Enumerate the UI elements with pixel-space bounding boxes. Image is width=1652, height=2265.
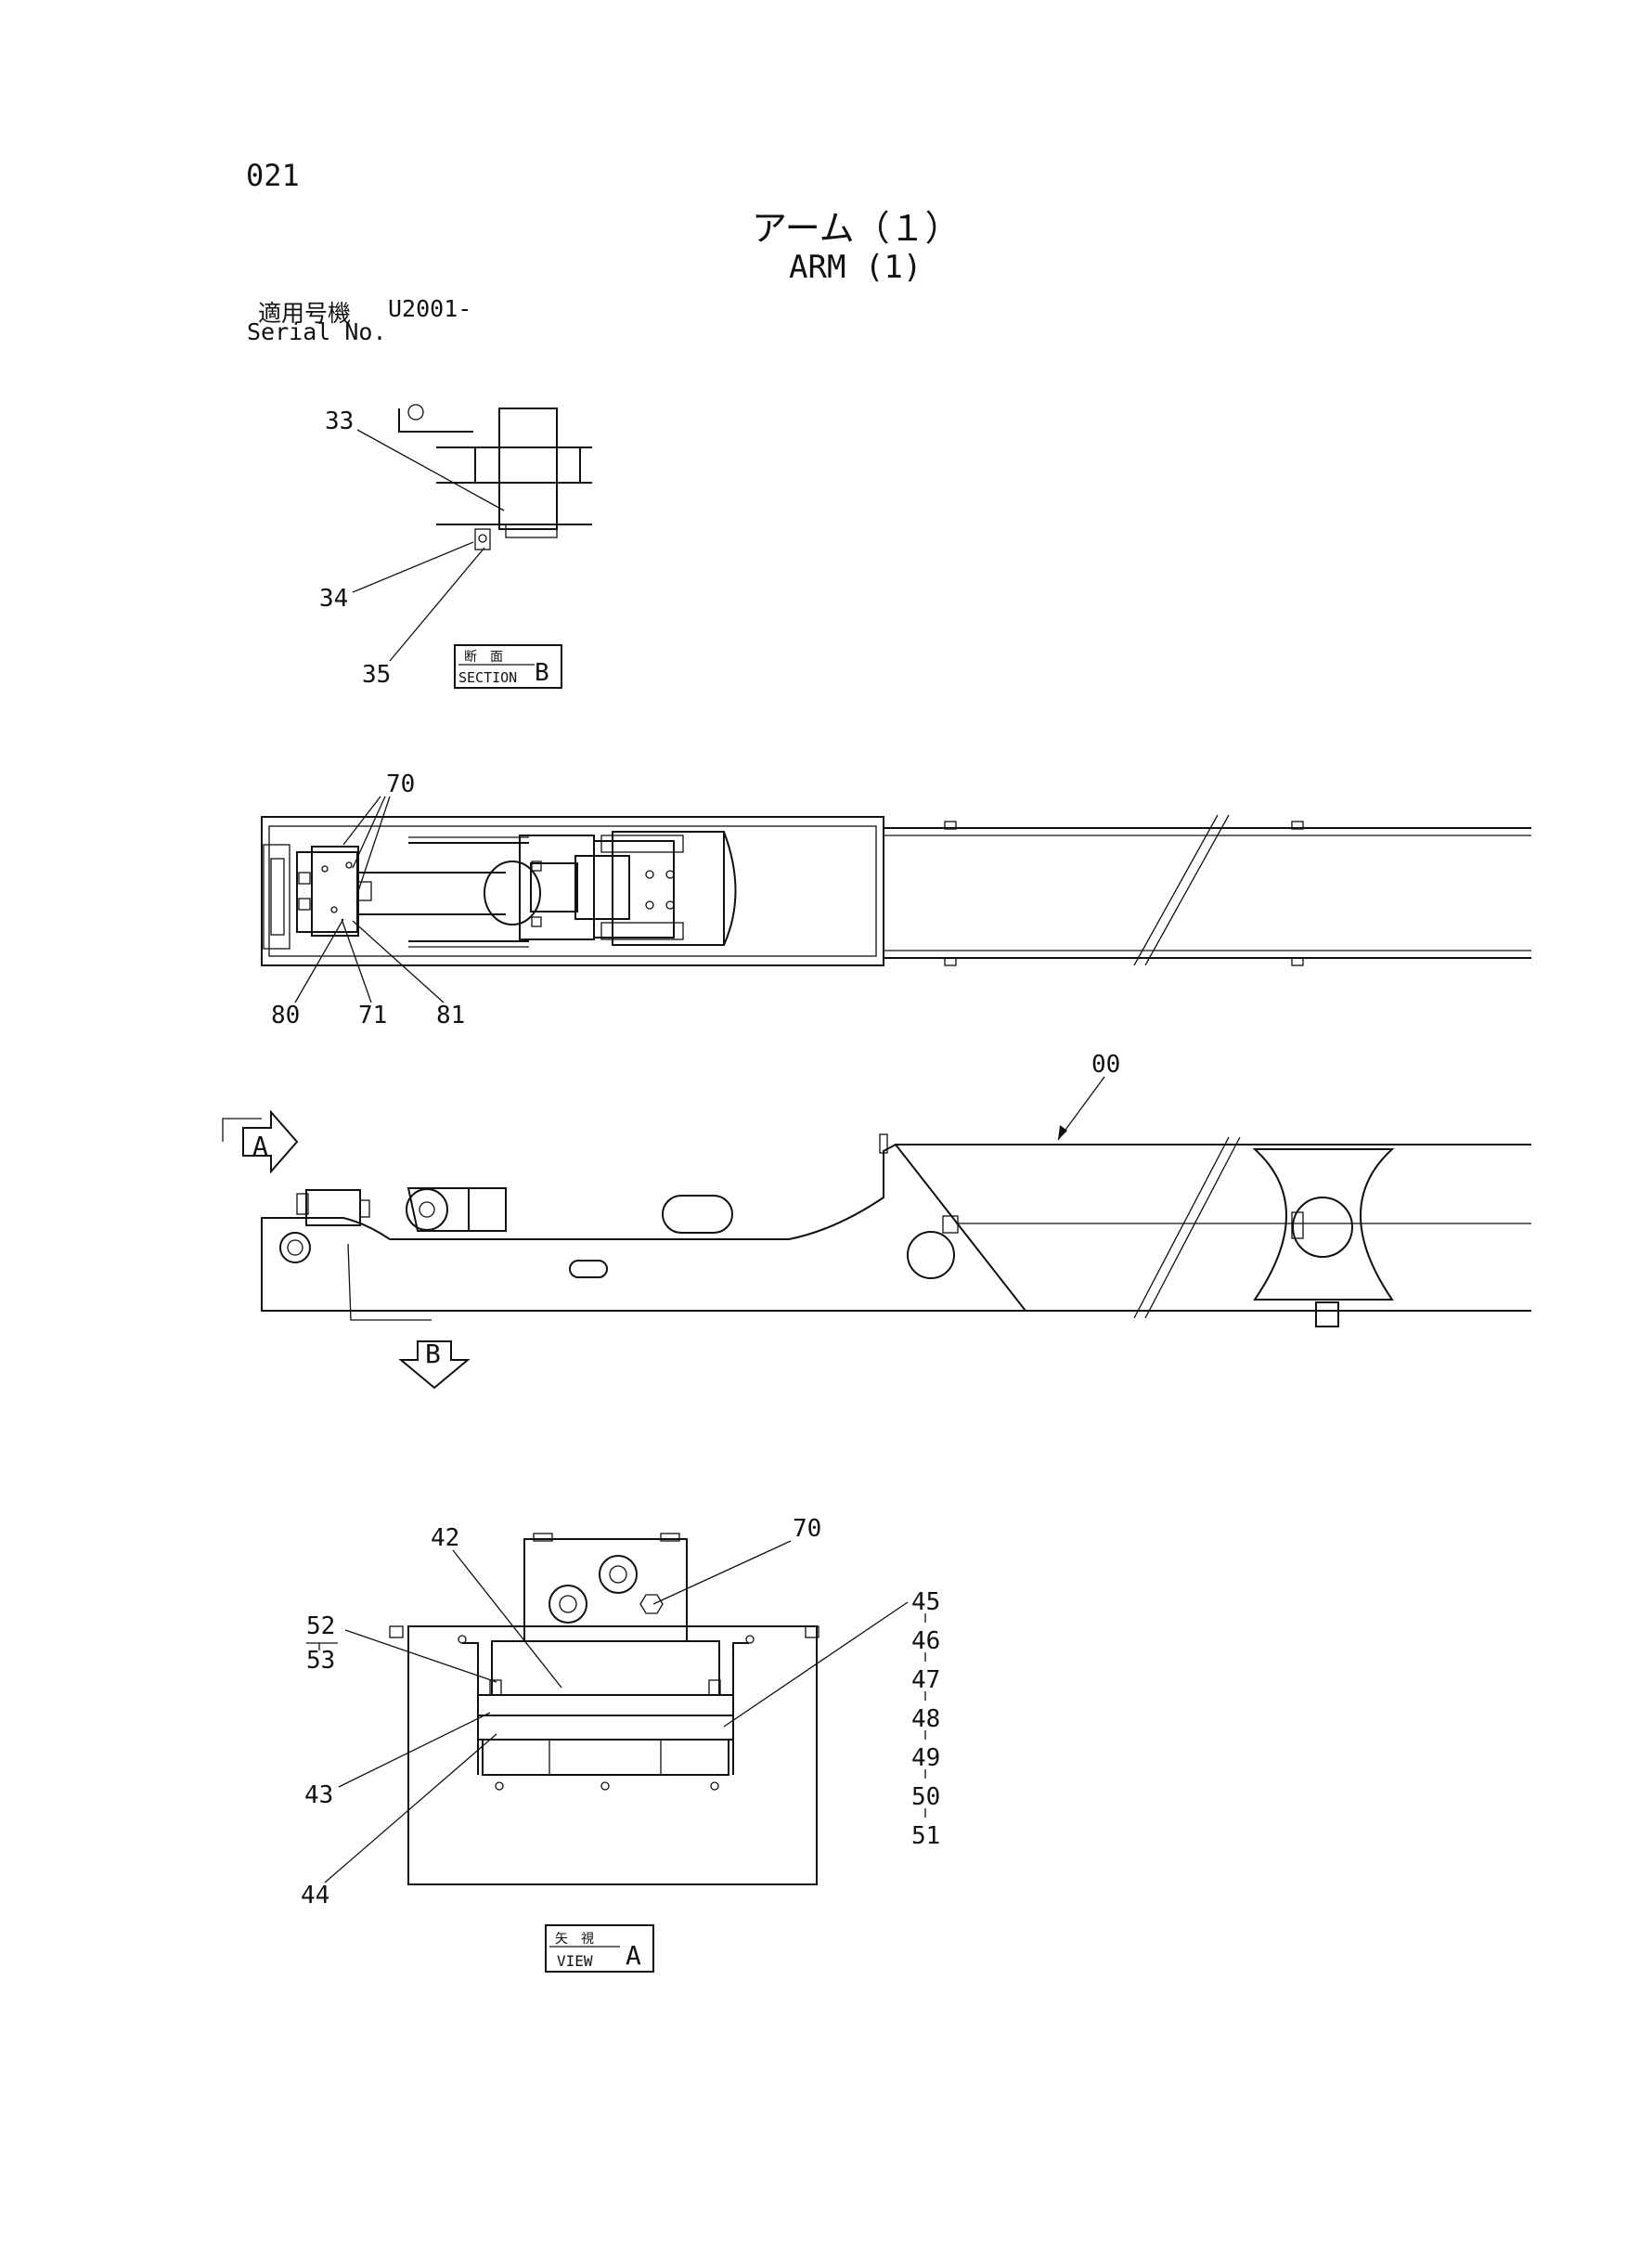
callout-71: 71 (341, 918, 387, 1029)
svg-text:SECTION: SECTION (458, 669, 517, 686)
callout-70-top: 70 (342, 770, 415, 892)
serial-label-english: Serial No. (247, 318, 387, 345)
svg-text:50: 50 (911, 1783, 940, 1811)
svg-text:B: B (425, 1339, 441, 1369)
svg-text:B: B (535, 659, 549, 687)
callout-43: 43 (304, 1712, 491, 1809)
svg-text:48: 48 (911, 1705, 940, 1733)
svg-text:53: 53 (306, 1647, 335, 1675)
title-english: ARM (1) (789, 249, 923, 286)
serial-value: U2001- (388, 295, 472, 322)
callout-42: 42 (431, 1524, 562, 1689)
callout-70-bottom: 70 (652, 1515, 821, 1605)
callout-44: 44 (301, 1733, 497, 1909)
callout-81: 81 (352, 920, 465, 1029)
title-japanese: アーム（１） (752, 208, 961, 249)
svg-text:47: 47 (911, 1666, 940, 1694)
svg-text:44: 44 (301, 1882, 329, 1909)
svg-text:35: 35 (362, 661, 391, 689)
view-a-detail (389, 1533, 820, 1885)
svg-text:矢 視: 矢 視 (555, 1932, 594, 1947)
callout-45-51: 45 46 47 48 49 50 51 (723, 1588, 940, 1850)
svg-text:A: A (252, 1131, 268, 1161)
svg-text:00: 00 (1091, 1051, 1120, 1079)
svg-text:VIEW: VIEW (557, 1952, 593, 1970)
callout-80: 80 (271, 918, 344, 1029)
svg-text:45: 45 (911, 1588, 940, 1616)
section-b-detail (398, 404, 592, 550)
section-b-arrow: B (398, 1339, 471, 1390)
svg-text:46: 46 (911, 1627, 940, 1655)
callout-33: 33 (325, 408, 505, 511)
svg-text:70: 70 (793, 1515, 821, 1543)
svg-text:43: 43 (304, 1781, 333, 1809)
arm-side-view (222, 1118, 1531, 1327)
svg-text:A: A (626, 1940, 641, 1971)
svg-text:断 面: 断 面 (464, 650, 503, 665)
view-a-label: 矢 視 VIEW A (545, 1924, 654, 1973)
svg-text:33: 33 (325, 408, 354, 435)
page-number: 021 (246, 158, 300, 193)
svg-text:80: 80 (271, 1002, 300, 1029)
svg-text:49: 49 (911, 1744, 940, 1772)
serial-label-japanese: 適用号機 (258, 300, 352, 327)
svg-text:34: 34 (319, 585, 348, 613)
view-a-arrow: A (242, 1109, 299, 1174)
section-b-label: 断 面 SECTION B (454, 644, 562, 689)
svg-text:71: 71 (358, 1002, 387, 1029)
callout-00: 00 (1057, 1051, 1120, 1141)
callout-35: 35 (362, 547, 485, 689)
arm-top-view (261, 814, 1531, 966)
svg-text:81: 81 (436, 1002, 465, 1029)
svg-text:70: 70 (386, 770, 415, 798)
svg-text:51: 51 (911, 1822, 940, 1850)
svg-text:52: 52 (306, 1612, 335, 1640)
callout-34: 34 (319, 541, 474, 613)
callout-52-53: 52 53 (306, 1612, 497, 1683)
svg-text:42: 42 (431, 1524, 459, 1552)
